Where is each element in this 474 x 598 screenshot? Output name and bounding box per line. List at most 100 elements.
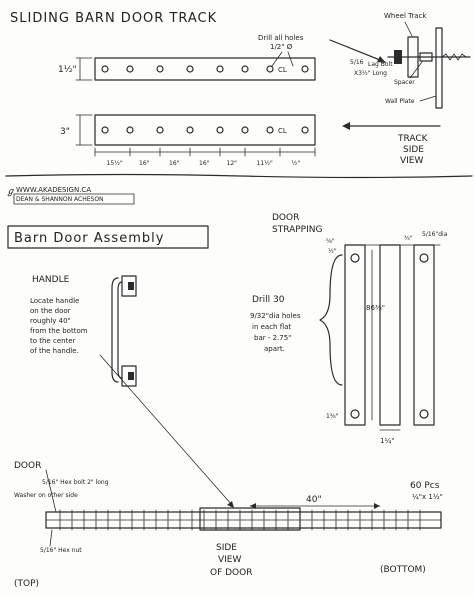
track-top-height: 1½"	[58, 65, 77, 75]
door-side-view-2: VIEW	[218, 555, 241, 565]
strap-top-edge-dim: ⅝"	[326, 238, 335, 245]
track-hole	[101, 126, 109, 134]
track-title: SLIDING BARN DOOR TRACK	[10, 11, 217, 26]
strap-drill-line: in each flat	[252, 323, 291, 331]
lag-bolt-label: Lag Bolt	[368, 61, 393, 68]
spacer-leader	[409, 61, 423, 79]
strapping-title-1: DOOR	[272, 213, 299, 223]
credit-box	[13, 193, 135, 205]
lag-bolt-head	[394, 50, 402, 64]
door-pcs: 60 Pcs	[410, 481, 440, 491]
track-bar-top	[94, 57, 316, 81]
door-bottom: (BOTTOM)	[380, 565, 426, 575]
credit-website: WWW.AKADESIGN.CA	[16, 186, 91, 194]
strap-hole	[419, 253, 429, 263]
strap-hole	[350, 253, 360, 263]
door-washer-note: Washer on other side	[14, 492, 78, 499]
handle-note: Locate handle on the door roughly 40" fr…	[30, 297, 88, 355]
credit-names: DEAN & SHANNON ACHESON	[16, 196, 104, 203]
handle-note-line: of the handle.	[30, 347, 79, 355]
strap-length: 86⅜"	[366, 304, 385, 312]
spacer-label: Spacer	[394, 79, 415, 86]
arrow-head	[227, 501, 234, 508]
assembly-title-box	[7, 225, 209, 249]
door-title: DOOR	[14, 461, 41, 471]
spacing-label: 16"	[199, 160, 210, 167]
handle-note-line: to the center	[30, 337, 76, 345]
handle-title: HANDLE	[32, 275, 70, 285]
track-side-caption-2: SIDE	[403, 145, 424, 155]
handle-bracket-bottom	[121, 365, 137, 387]
section-divider	[5, 173, 473, 179]
spacing-label: 12"	[227, 160, 238, 167]
handle-bolt-top	[128, 282, 134, 290]
door-hexnut-note: 5/16" Hex nut	[40, 547, 82, 554]
track-side-caption-1: TRACK	[397, 134, 429, 144]
track-cl-bottom: CL	[278, 127, 287, 135]
strap-width: 1¼"	[380, 437, 394, 445]
side-view-arrow	[329, 39, 386, 63]
arrow-head	[374, 503, 380, 509]
strap-drill-title: Drill 30	[252, 295, 285, 305]
track-drill-note: Drill all holes	[258, 34, 304, 42]
door-pcs-size: ¼"x 1½"	[412, 493, 443, 501]
track-hole	[101, 65, 109, 73]
track-drill-size: 1/2" Ø	[270, 43, 293, 51]
track-hole	[156, 65, 164, 73]
spacing-ticks: 15½"16"16"16"12"11½"½"	[94, 147, 316, 167]
strap-bottom-edge: 1⅜"	[326, 413, 339, 420]
track-hole	[216, 65, 224, 73]
track-hole	[216, 126, 224, 134]
lag-bolt-size: 5/16	[350, 59, 364, 66]
track-bottom-height: 3"	[60, 127, 70, 137]
lag-bolt-length: X3½" Long	[354, 70, 387, 77]
wheel-track-leader	[404, 21, 413, 37]
handle-side-block	[199, 507, 301, 531]
track-hole	[156, 126, 164, 134]
lag-thread	[441, 53, 467, 61]
spacing-label: ½"	[292, 160, 301, 167]
credit-signature-mark: ℊ	[6, 187, 15, 197]
hexnut-leader	[49, 529, 53, 547]
strap-hole-dia: 5/16"dia	[422, 231, 448, 238]
track-cl-top: CL	[278, 66, 287, 74]
arrow-head	[377, 56, 386, 63]
arrow-head	[342, 122, 350, 130]
assembly-title: Barn Door Assembly	[14, 231, 164, 246]
door-bolt-note: 5/16" Hex bolt 2" long	[42, 479, 109, 486]
strap-top-edge-right: ¾"	[404, 235, 413, 242]
handle-bracket-top	[121, 275, 137, 297]
strap-hole	[350, 409, 360, 419]
spacer	[419, 52, 433, 62]
track-hole	[186, 65, 194, 73]
spacing-label: 15½"	[107, 160, 123, 167]
door-dim-40: 40"	[306, 495, 322, 505]
door-side-view-1: SIDE	[216, 543, 237, 553]
strap-bar-left	[344, 244, 366, 426]
handle-note-line: roughly 40"	[30, 317, 71, 325]
track-bar-bottom	[94, 114, 316, 146]
strap-brace	[319, 254, 343, 386]
handle-note-line: Locate handle	[30, 297, 79, 305]
strapping-title-2: STRAPPING	[272, 225, 322, 235]
track-side-caption-3: VIEW	[400, 156, 423, 166]
track-hole	[241, 65, 249, 73]
track-hole	[266, 65, 274, 73]
strap-bar-right	[413, 244, 435, 426]
track-holes	[101, 65, 309, 134]
wall-plate-leader	[419, 95, 437, 102]
arrow-head	[250, 503, 256, 509]
track-hole	[126, 126, 134, 134]
handle-note-line: from the bottom	[30, 327, 88, 335]
wall-plate	[435, 27, 443, 109]
door-bolts	[59, 509, 421, 531]
drill-leader	[287, 51, 294, 67]
track-hole	[241, 126, 249, 134]
track-hole	[301, 126, 309, 134]
handle-leader	[99, 354, 233, 506]
door-top: (TOP)	[14, 579, 39, 589]
wall-plate-label: Wall Plate	[385, 98, 415, 105]
track-hole	[126, 65, 134, 73]
